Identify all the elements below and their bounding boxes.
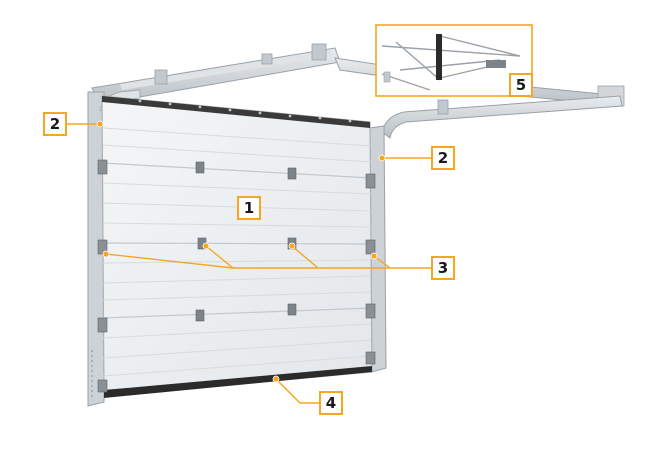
callout-left-vertical-track: 2 [43,112,67,136]
callout-label: 4 [326,394,336,412]
door-panel [101,95,373,398]
callout-label: 1 [244,199,254,217]
callout-label: 3 [438,259,448,277]
callout-spring-mechanism: 5 [509,73,533,97]
leader-lines [66,123,432,404]
bottom-seal [104,366,372,398]
spring-mechanism-inset [375,24,533,97]
hinge [287,167,297,180]
marker-dots [96,120,386,383]
callout-hinges: 3 [431,256,455,280]
callout-bottom-seal: 4 [319,391,343,415]
top-rail-left [91,43,341,105]
hinge [195,161,205,174]
callout-label: 5 [516,76,526,94]
callout-right-vertical-track: 2 [431,146,455,170]
callout-label: 2 [438,149,448,167]
roller-brackets [97,159,376,393]
hinge [287,303,297,316]
callout-label: 2 [50,115,60,133]
hinge [195,309,205,322]
top-rail-right [381,95,623,139]
callout-door-panel: 1 [237,196,261,220]
